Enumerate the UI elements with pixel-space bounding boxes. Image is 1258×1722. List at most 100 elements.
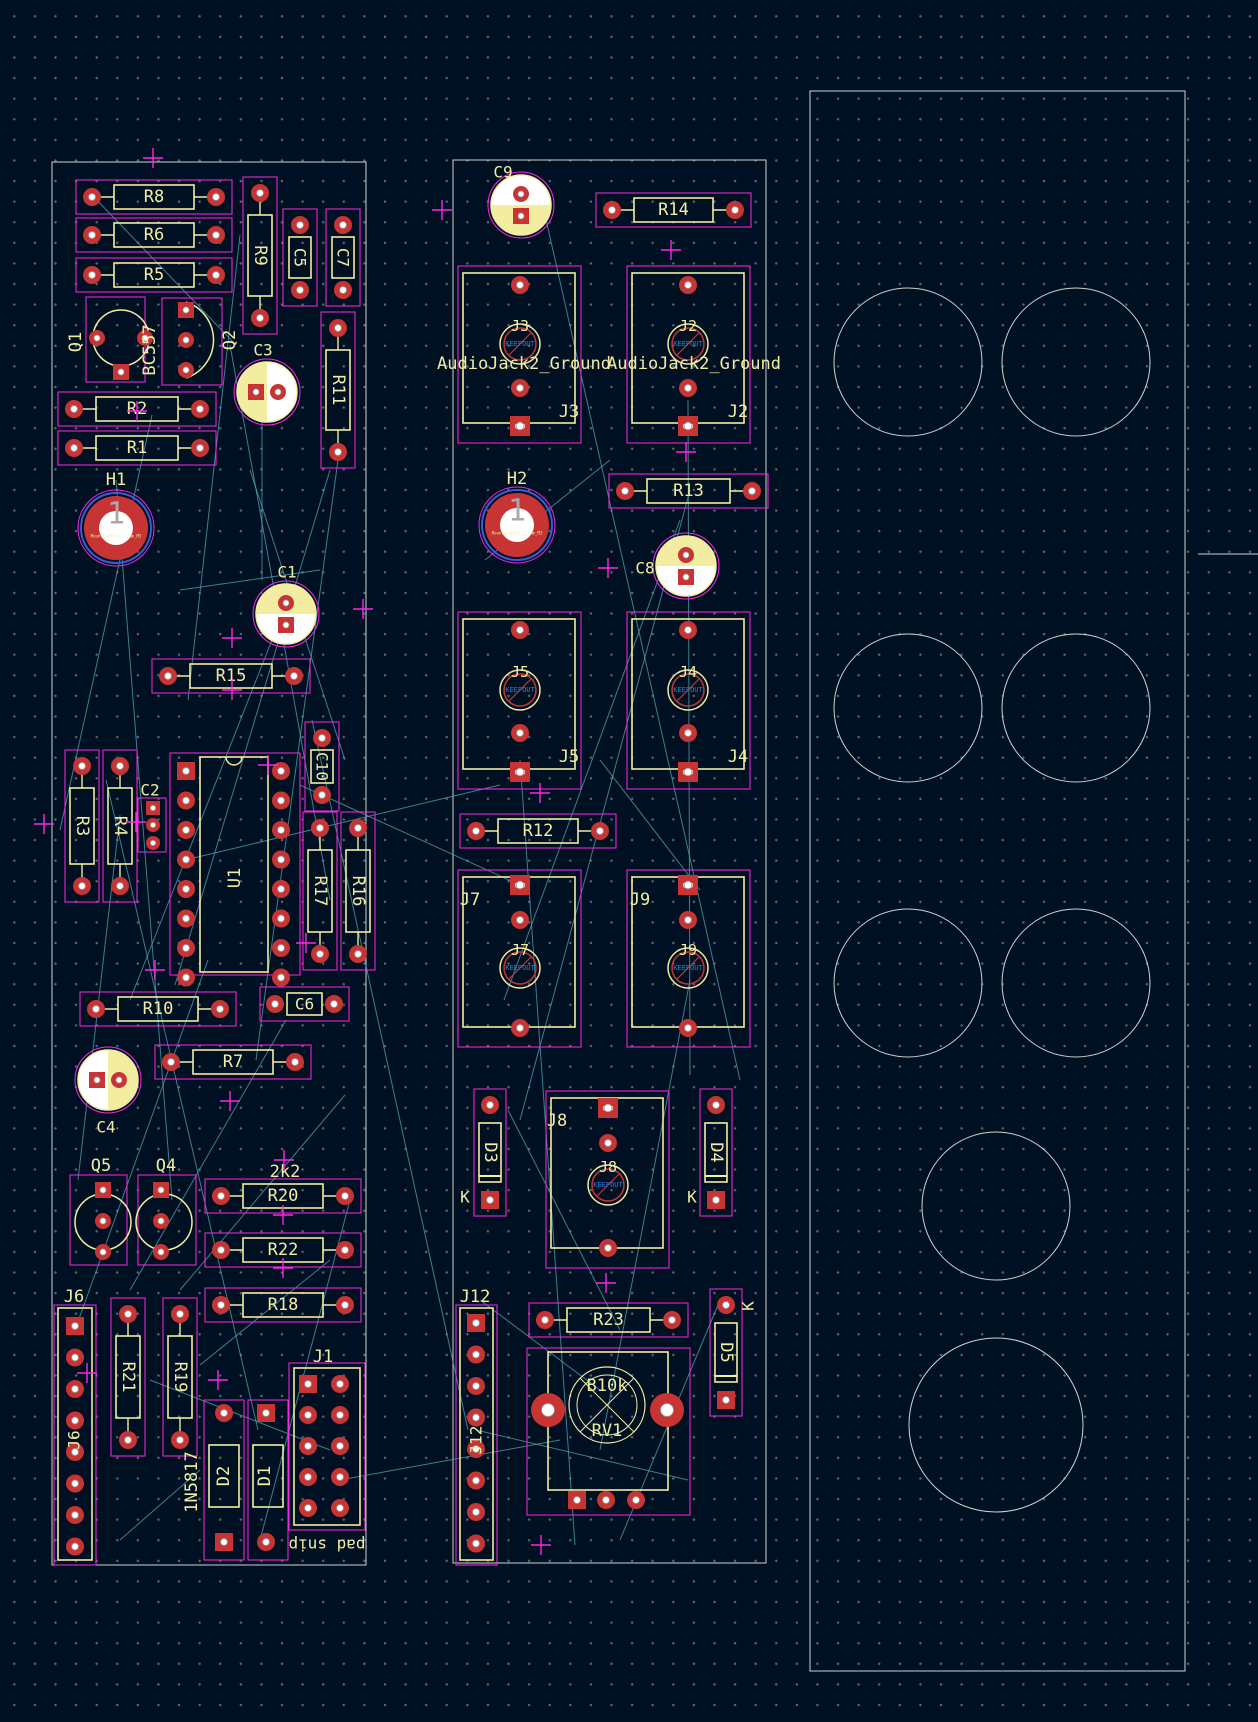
drill-hole	[99, 1248, 107, 1256]
resistor-label-ref_r11: R11	[328, 375, 348, 406]
drill-hole	[99, 1186, 107, 1194]
jack-ref-ref_j2: J2	[728, 402, 748, 422]
drill-hole	[93, 1076, 101, 1084]
drill-hole	[149, 804, 157, 812]
courtyard	[457, 611, 582, 790]
keepout-text: KEEPOUT	[505, 340, 535, 348]
silkscreen-body	[199, 756, 269, 973]
courtyard	[709, 1288, 743, 1417]
drill-hole	[516, 1024, 524, 1032]
courtyard	[320, 311, 356, 469]
silkscreen-body	[714, 1322, 738, 1383]
drill-hole	[71, 1511, 79, 1519]
drill-hole	[336, 1473, 344, 1481]
drill-hole	[149, 839, 157, 847]
ratsnest-line	[129, 639, 273, 1001]
courtyard	[459, 813, 617, 849]
diode-label-ref_d5: D5	[716, 1342, 736, 1362]
origin-marker	[126, 812, 146, 832]
drill-hole	[517, 212, 525, 220]
silkscreen-body	[704, 1122, 728, 1183]
jack-ref-ref_j4: J4	[728, 747, 748, 767]
drill-hole	[71, 1448, 79, 1456]
courtyard	[57, 430, 217, 466]
jack-thread-outline	[667, 323, 709, 365]
drill-hole	[472, 1508, 480, 1516]
jack-thread-outline	[499, 323, 541, 365]
diode-label-d1: D1	[255, 1466, 275, 1486]
drill-hole	[71, 1416, 79, 1425]
resistor-label-ref_r23: R23	[593, 1310, 624, 1330]
drill-hole	[516, 729, 524, 737]
courtyard	[282, 208, 318, 307]
drill-hole	[220, 1409, 228, 1417]
drill-hole	[212, 193, 220, 201]
ratsnest-line	[149, 1379, 331, 1451]
ratsnest-line	[179, 1094, 346, 1291]
origin-marker	[432, 200, 452, 220]
drill-hole	[486, 1101, 494, 1109]
capacitor-label-ref_c5: C5	[291, 248, 310, 267]
drill-hole	[88, 271, 96, 279]
keepout-hatch	[596, 1173, 620, 1197]
courtyard	[457, 869, 582, 1048]
drill-hole	[334, 448, 342, 456]
courtyard	[455, 1304, 498, 1566]
diode-label-ref_d3: D3	[480, 1142, 500, 1162]
connector-label-j12: J12	[460, 1287, 491, 1307]
courtyard	[233, 358, 301, 426]
jack-fab-label-fab_j9: J9	[679, 941, 697, 959]
jack-thread-outline	[499, 669, 541, 711]
drill-hole	[334, 324, 342, 332]
keepout-text: KEEPOUT	[593, 1181, 623, 1189]
jack-ref-ref_j3: J3	[559, 402, 579, 422]
panel-jack-hole	[833, 287, 983, 437]
silkscreen-body	[331, 236, 355, 279]
drill-hole	[515, 880, 525, 890]
jack-thread-outline	[667, 669, 709, 711]
drill-hole	[182, 366, 190, 374]
drill-hole	[212, 231, 220, 239]
resistor-label-ref_r4: R4	[110, 816, 130, 836]
ratsnest-line	[259, 1199, 351, 1541]
drill-hole	[341, 1192, 349, 1200]
resistor-label-ref_r7: R7	[223, 1052, 243, 1072]
courtyard	[79, 991, 237, 1027]
origin-marker	[34, 814, 54, 834]
silkscreen-body	[310, 749, 334, 784]
resistor-label-ref_r1: R1	[127, 438, 147, 458]
keepout-ring	[671, 951, 705, 985]
jack-ref-ref_j7: J7	[460, 890, 480, 910]
origin-marker	[530, 783, 550, 803]
capacitor-label-ref_c8: C8	[635, 559, 654, 578]
drill-hole	[318, 734, 326, 742]
drill-hole	[271, 1000, 279, 1008]
drill-hole	[71, 1479, 79, 1488]
pot-value-b10k: B10k	[587, 1376, 628, 1396]
courtyard	[64, 749, 100, 903]
resistor-value-2k2: 2k2	[270, 1162, 301, 1182]
drill-hole	[277, 826, 285, 834]
keepout-ring	[591, 1168, 625, 1202]
gnd-pad-label: GND	[683, 883, 694, 890]
origin-marker	[531, 1535, 551, 1555]
drill-hole	[316, 824, 324, 832]
ratsnest-line	[77, 814, 121, 1181]
drill-hole	[176, 1310, 184, 1318]
jack-thread-outline	[499, 947, 541, 989]
drill-hole	[296, 286, 304, 294]
origin-marker	[598, 558, 618, 578]
drill-hole	[282, 599, 290, 607]
ratsnest-line	[599, 979, 691, 1451]
panel-jack-hole	[1001, 287, 1151, 437]
mounting-hole-drill	[99, 511, 133, 545]
drill-hole	[339, 286, 347, 294]
drill-hole	[182, 885, 190, 893]
transistor-label-q2: Q2	[220, 330, 240, 350]
mounting-hole-ref-ref_h1: H1	[106, 470, 126, 490]
keepout-ring	[503, 951, 537, 985]
silkscreen-body	[459, 1307, 494, 1561]
diode-cathode-label-d4: K	[687, 1188, 697, 1207]
gnd-pad-label: GND	[515, 770, 526, 777]
